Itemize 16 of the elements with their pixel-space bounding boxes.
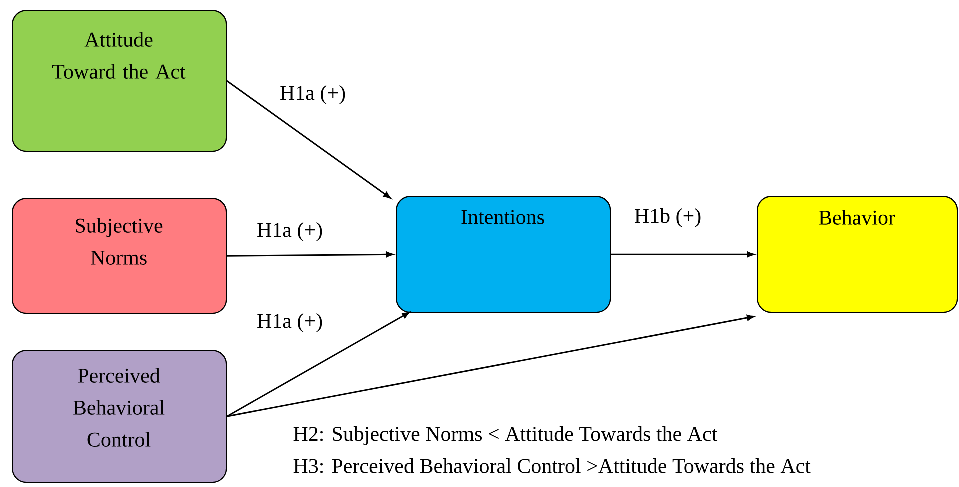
edge-label: H1a (+) xyxy=(278,84,348,106)
box: Intentions xyxy=(396,196,612,314)
arrow xyxy=(227,314,754,418)
arrow xyxy=(226,80,392,199)
arrow xyxy=(226,312,410,418)
arrow xyxy=(611,252,754,258)
edge-label: H1b (+) xyxy=(633,207,703,229)
note: H2: Subjective Norms < Attitude Towards the Act xyxy=(294,426,718,446)
box: Perceived Behavioral Control xyxy=(12,350,228,484)
edge-label: H1a (+) xyxy=(256,221,324,243)
edge-label: H1a (+) xyxy=(256,312,324,334)
box: Behavior xyxy=(757,196,958,314)
box: Subjective Norms xyxy=(12,198,228,314)
note: H3: Perceived Behavioral Control >Attitude Towards the Act xyxy=(294,458,811,474)
arrow xyxy=(227,252,394,258)
box: Attitude Toward the Act xyxy=(12,10,228,152)
